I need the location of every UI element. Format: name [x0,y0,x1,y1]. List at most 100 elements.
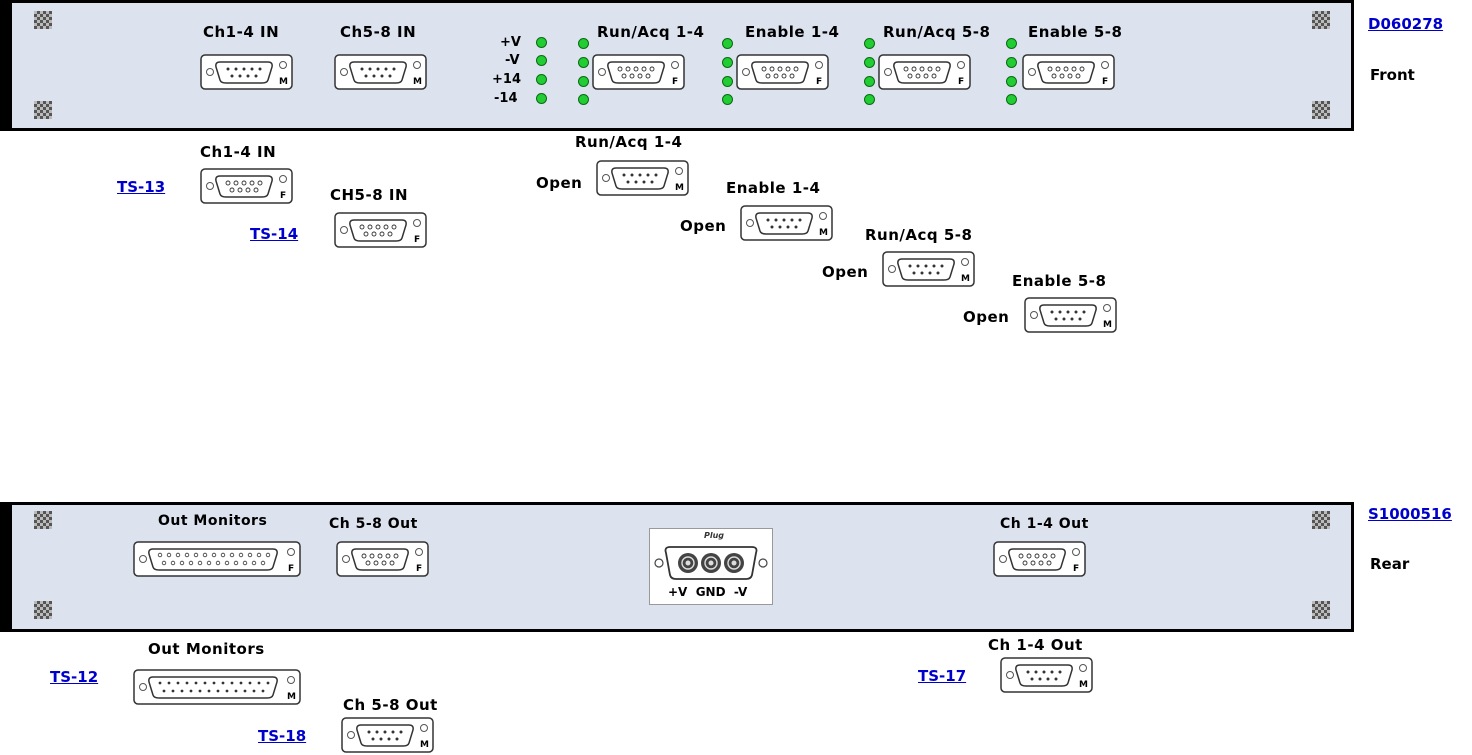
rear-side-label: Rear [1370,555,1410,573]
front-label-runacq14: Run/Acq 1-4 [597,23,705,41]
db9-male-connector-icon[interactable]: M [1000,657,1093,693]
rear-drawing-link[interactable]: S1000516 [1368,505,1452,523]
db9-male-connector-icon[interactable]: M [200,54,293,90]
db9-female-connector-icon[interactable]: F [1022,54,1115,90]
ts14-link[interactable]: TS-14 [250,225,299,243]
led-icon [864,38,875,49]
mount-hole-icon [34,11,52,29]
runacq14-cable-label: Run/Acq 1-4 [575,133,683,151]
svg-text:F: F [414,235,420,245]
enable58-cable-label: Enable 5-8 [1012,272,1107,290]
db9-male-connector-icon[interactable]: M [596,160,689,196]
front-label-enable58: Enable 5-8 [1028,23,1123,41]
enable14-open-label: Open [680,217,727,235]
db9-female-connector-icon[interactable]: F [878,54,971,90]
power-plug-icon [654,546,768,580]
db9-female-connector-icon[interactable]: F [336,541,429,577]
svg-text:F: F [958,77,964,87]
ts12-label: Out Monitors [148,640,265,658]
plug-pin-labels: +V GND -V [668,585,748,599]
led-icon [536,37,547,48]
svg-text:F: F [416,564,422,574]
led-icon [578,57,589,68]
led-icon [864,76,875,87]
mount-hole-icon [34,101,52,119]
db9-male-connector-icon[interactable]: M [334,54,427,90]
db9-male-connector-icon[interactable]: M [341,717,434,753]
led-icon [578,94,589,105]
led-icon [722,57,733,68]
led-icon [1006,57,1017,68]
db9-female-connector-icon[interactable]: F [334,212,427,248]
ts12-link[interactable]: TS-12 [50,668,99,686]
led-icon [578,38,589,49]
svg-text:F: F [280,191,286,201]
db9-male-connector-icon[interactable]: M [1024,297,1117,333]
svg-text:M: M [819,228,828,238]
led-label-minus-14: -14 [494,91,518,106]
ts13-label: Ch1-4 IN [200,143,277,161]
db9-female-connector-icon[interactable]: F [592,54,685,90]
led-icon [722,94,733,105]
led-icon [1006,94,1017,105]
front-drawing-link[interactable]: D060278 [1368,15,1444,33]
front-side-label: Front [1370,66,1415,84]
led-label-minus-v: -V [505,53,520,68]
front-label-enable14: Enable 1-4 [745,23,840,41]
mount-hole-icon [34,511,52,529]
led-icon [1006,38,1017,49]
led-icon [1006,76,1017,87]
runacq14-open-label: Open [536,174,583,192]
svg-text:F: F [672,77,678,87]
ts17-link[interactable]: TS-17 [918,667,967,685]
mount-hole-icon [1312,601,1330,619]
ts13-link[interactable]: TS-13 [117,178,166,196]
db9-male-connector-icon[interactable]: M [882,251,975,287]
plug-title: Plug [704,531,725,540]
led-icon [722,76,733,87]
runacq58-open-label: Open [822,263,869,281]
db9-male-connector-icon[interactable]: M [740,205,833,241]
led-icon [578,76,589,87]
db9-female-connector-icon[interactable]: F [200,168,293,204]
svg-text:M: M [279,77,288,87]
mount-hole-icon [1312,11,1330,29]
led-icon [536,55,547,66]
svg-text:M: M [1079,680,1088,690]
mount-hole-icon [34,601,52,619]
led-icon [864,57,875,68]
rear-label-ch58-out: Ch 5-8 Out [329,516,418,532]
svg-text:M: M [287,692,296,702]
svg-text:M: M [1103,320,1112,330]
svg-text:M: M [675,183,684,193]
db25-male-connector-icon[interactable]: M [133,669,301,705]
svg-text:F: F [1073,564,1079,574]
front-label-ch58-in: Ch5-8 IN [340,23,417,41]
db9-female-connector-icon[interactable]: F [736,54,829,90]
svg-text:M: M [961,274,970,284]
db9-female-connector-icon[interactable]: F [993,541,1086,577]
led-icon [536,93,547,104]
led-icon [864,94,875,105]
front-label-ch14-in: Ch1-4 IN [203,23,280,41]
rear-label-out-monitors: Out Monitors [158,513,268,529]
runacq58-cable-label: Run/Acq 5-8 [865,226,973,244]
ts14-label: CH5-8 IN [330,186,409,204]
enable58-open-label: Open [963,308,1010,326]
svg-text:F: F [288,564,294,574]
front-label-runacq58: Run/Acq 5-8 [883,23,991,41]
mount-hole-icon [1312,101,1330,119]
mount-hole-icon [1312,511,1330,529]
led-label-plus-v: +V [500,35,521,50]
svg-text:M: M [413,77,422,87]
svg-text:F: F [1102,77,1108,87]
led-icon [536,74,547,85]
led-label-plus-14: +14 [492,72,521,87]
ts18-link[interactable]: TS-18 [258,727,307,745]
ts18-label: Ch 5-8 Out [343,696,438,714]
ts17-label: Ch 1-4 Out [988,636,1083,654]
power-plug[interactable]: Plug +V GND -V [649,528,773,605]
enable14-cable-label: Enable 1-4 [726,179,821,197]
led-icon [722,38,733,49]
db25-female-connector-icon[interactable]: F [133,541,301,577]
